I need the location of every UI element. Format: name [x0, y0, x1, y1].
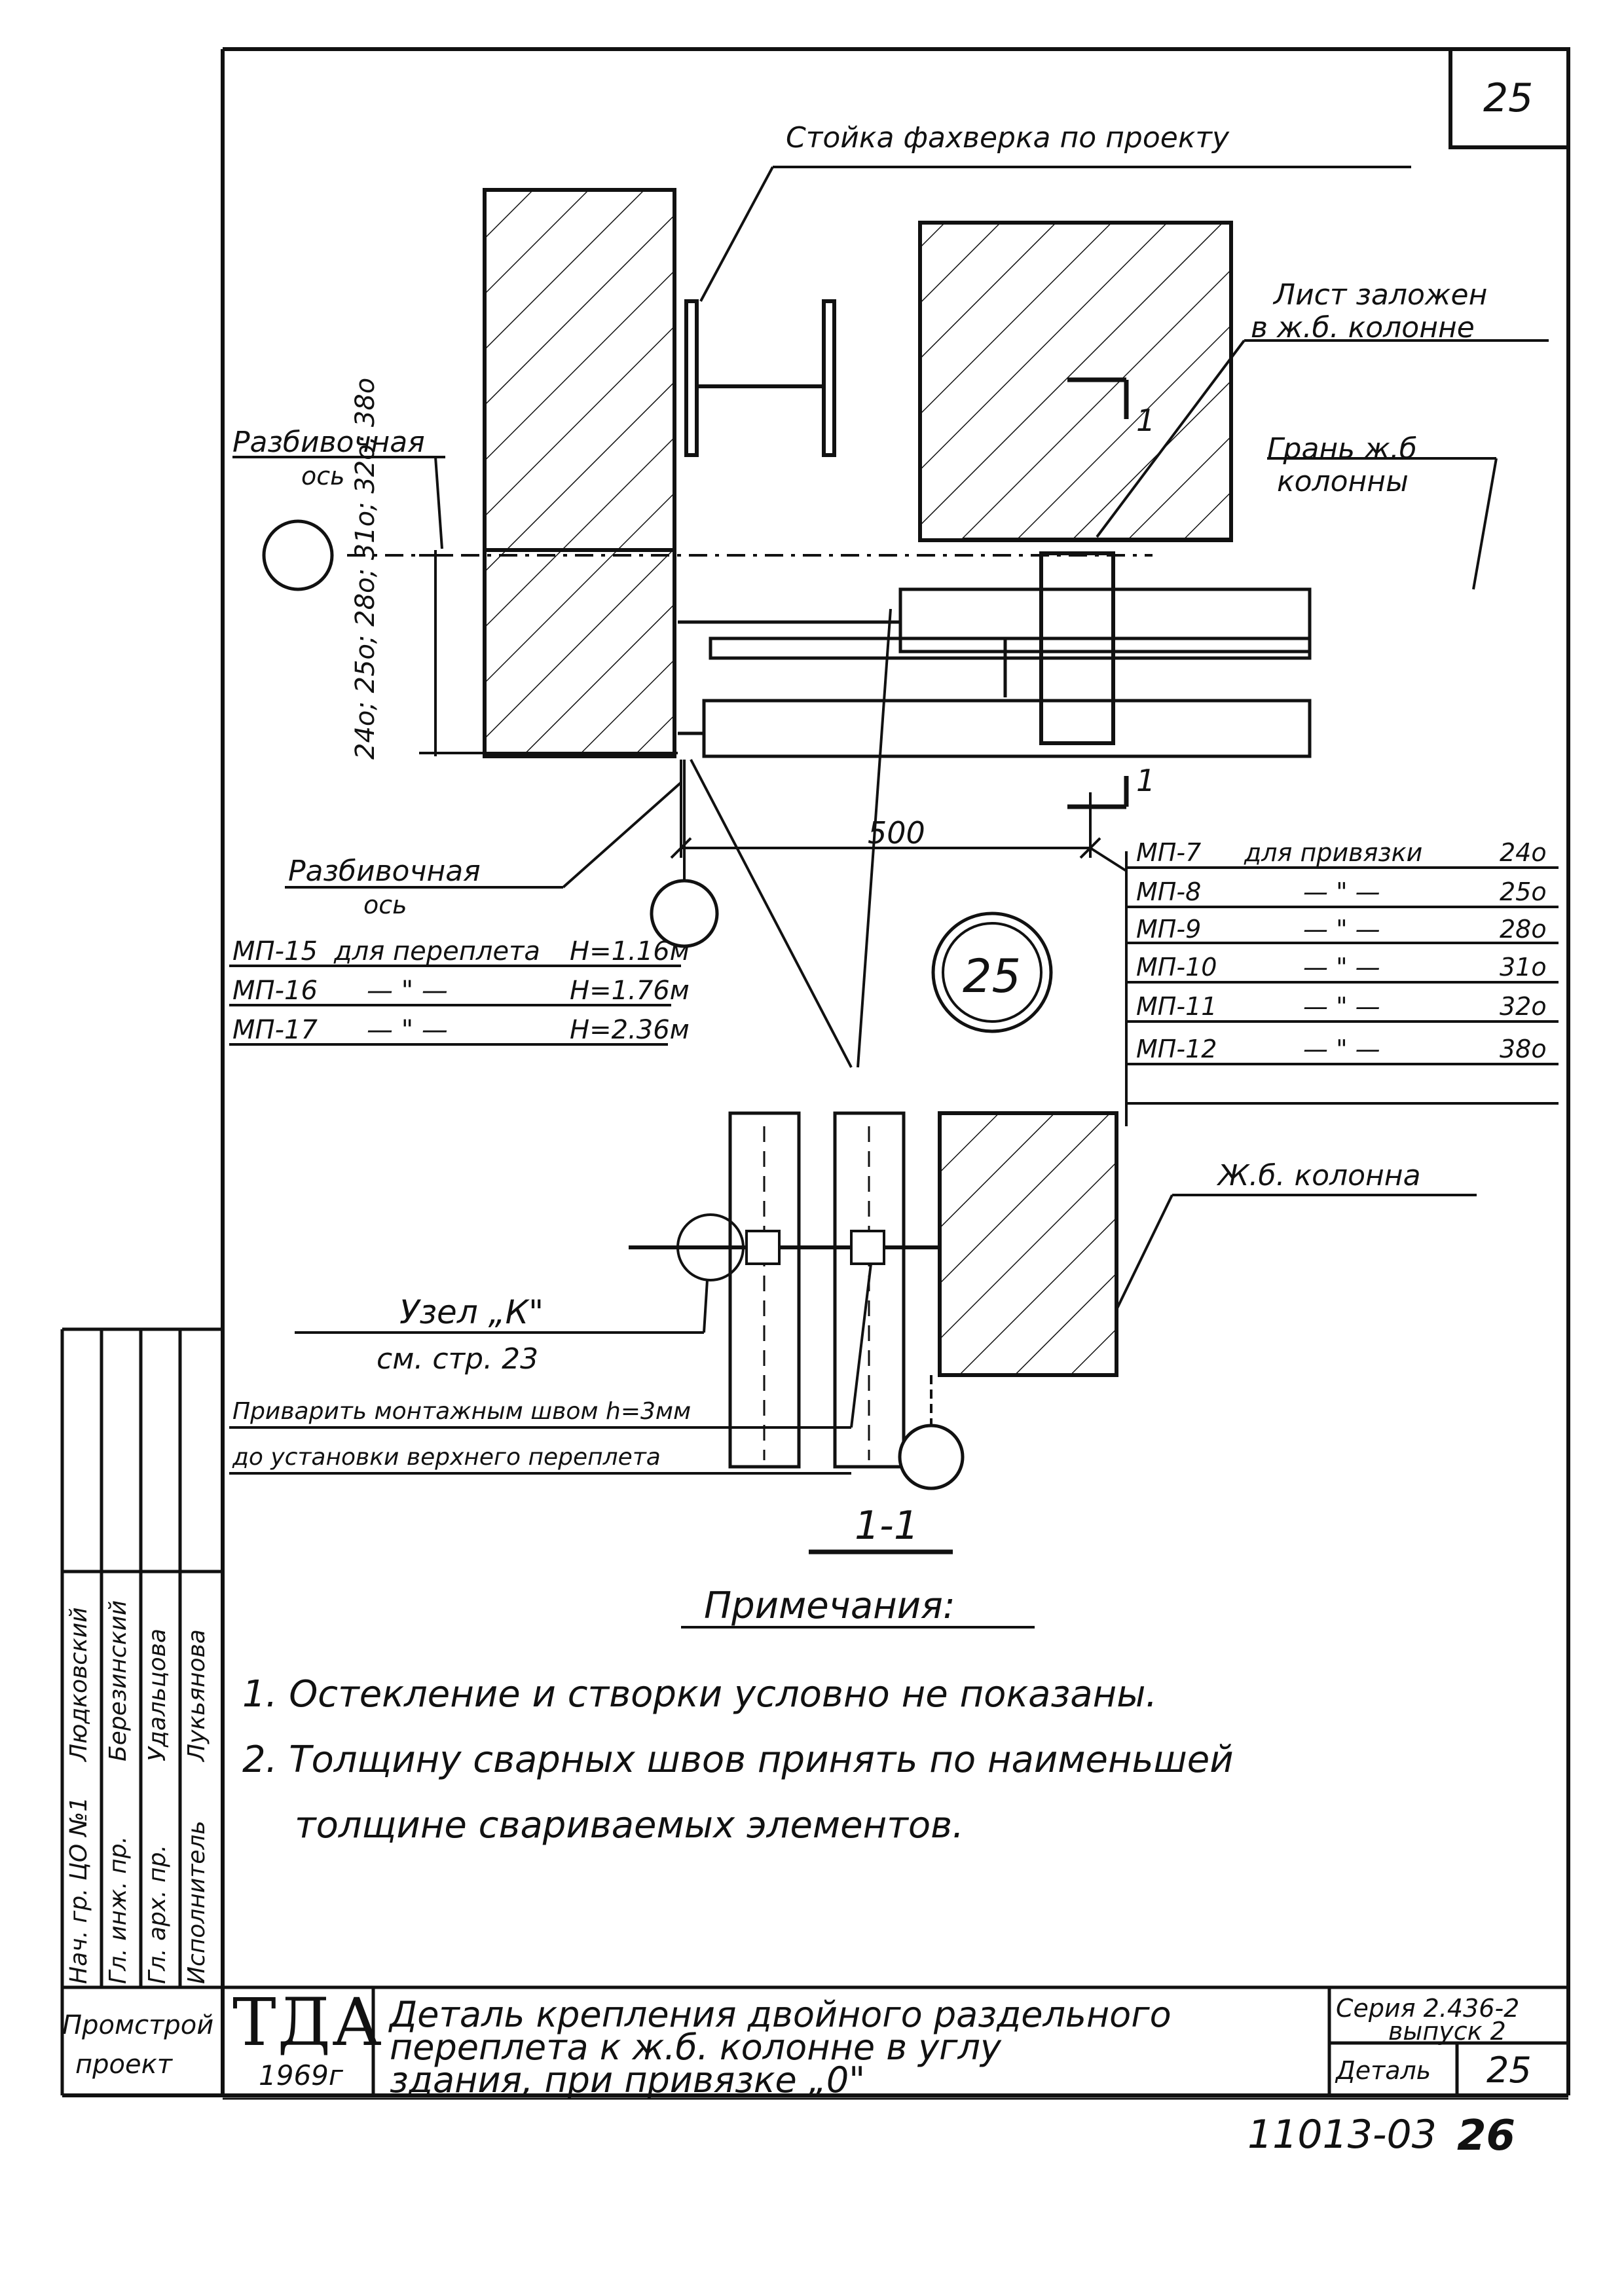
stamp-title-line1: Деталь крепления двойного раздельного	[390, 1994, 1172, 2035]
column-upper-left	[483, 188, 676, 758]
stamp-title-line2: переплета к ж.б. колонне в углу	[390, 2027, 1002, 2068]
section-1-1	[229, 1111, 1477, 1555]
detail-circle-number: 25	[963, 949, 1022, 1003]
mp-right-2-name: МП-8	[1136, 877, 1202, 906]
mp-right-6-val: 38о	[1500, 1035, 1547, 1063]
stamp-block	[60, 1327, 1568, 2095]
dimension-vertical	[419, 550, 678, 756]
dimension-500	[670, 760, 1101, 859]
stamp-name-2: Березинский	[105, 1600, 132, 1761]
mp-left-2-name: МП-16	[232, 976, 318, 1006]
mp-left-3-h: Н=2.36м	[570, 1015, 690, 1045]
label-gran-line1: Грань ж.б	[1267, 432, 1417, 466]
mp-right-5-val: 32о	[1500, 992, 1547, 1021]
mp-left-3-name: МП-17	[232, 1015, 318, 1045]
leader-lines	[229, 166, 1559, 1126]
notes-heading: Примечания:	[704, 1585, 955, 1627]
stamp-seria-line1: Серия 2.436-2	[1336, 1994, 1520, 2023]
label-list-line2: в ж.б. колонне	[1251, 311, 1475, 344]
mp-right-1-text: для привязки	[1244, 838, 1423, 867]
mp-right-1-name: МП-7	[1136, 838, 1202, 867]
dim-500: 500	[868, 815, 925, 851]
mp-right-6-text: — " —	[1303, 1035, 1380, 1063]
section-mark-top: 1	[1136, 403, 1156, 438]
stamp-name-3: Удальцова	[144, 1629, 171, 1761]
label-uzel-line1: Узел „К"	[399, 1293, 544, 1331]
label-gran-line2: колонны	[1277, 465, 1409, 498]
mp-right-5-text: — " —	[1303, 992, 1380, 1021]
mp-left-3-text: — " —	[367, 1015, 448, 1045]
sheet-frame	[62, 47, 1570, 2097]
mp-left-2-text: — " —	[367, 976, 448, 1006]
stamp-seria-line2: выпуск 2	[1388, 2017, 1506, 2046]
notes-line-2: 2. Толщину сварных швов принять по наиме…	[242, 1739, 1234, 1781]
stamp-tda: ТДА	[232, 1984, 383, 2061]
stamp-role-1: Нач. гр. ЦО №1	[65, 1796, 92, 1984]
label-weld-line1: Приварить монтажным швом h=3мм	[232, 1398, 692, 1425]
stamp-org-line2: проект	[75, 2050, 173, 2080]
mp-right-3-text: — " —	[1303, 915, 1380, 944]
window-frames	[678, 551, 1312, 758]
label-axis1-line2: ось	[301, 462, 345, 490]
i-beam-post	[684, 299, 836, 457]
section-title: 1-1	[855, 1503, 919, 1549]
mp-right-3-name: МП-9	[1136, 915, 1202, 944]
label-uzel-line2: см. стр. 23	[377, 1342, 539, 1376]
detail-circle-inner	[942, 922, 1043, 1023]
mp-right-4-text: — " —	[1303, 953, 1380, 982]
label-axis1-line1: Разбивочная	[232, 426, 425, 459]
section-cut-marks	[1067, 377, 1129, 809]
stamp-role-4: Исполнитель	[183, 1820, 210, 1984]
footer-page: 26	[1457, 2112, 1516, 2160]
notes-line-3: толщине свариваемых элементов.	[295, 1804, 964, 1847]
stamp-role-2: Гл. инж. пр.	[105, 1835, 132, 1984]
label-weld-line2: до установки верхнего переплета	[232, 1444, 661, 1471]
axis-bubble-1	[262, 519, 334, 591]
label-axis2-line2: ось	[363, 891, 407, 919]
stamp-detal-number: 25	[1486, 2050, 1532, 2091]
stamp-detal-label: Деталь	[1336, 2056, 1431, 2085]
mp-right-4-name: МП-10	[1136, 953, 1217, 982]
label-list-line1: Лист заложен	[1274, 278, 1488, 312]
label-stoyka: Стойка фахверка по проекту	[786, 121, 1230, 155]
section-mark-bottom: 1	[1136, 763, 1156, 798]
page-number: 25	[1483, 75, 1534, 121]
mp-left-2-h: Н=1.76м	[570, 976, 690, 1006]
mp-right-5-name: МП-11	[1136, 992, 1217, 1021]
label-axis2-line1: Разбивочная	[288, 855, 481, 888]
mp-right-3-val: 28о	[1500, 915, 1547, 944]
footer-code: 11013-03	[1247, 2112, 1437, 2158]
notes-line-1: 1. Остекление и створки условно не показ…	[242, 1673, 1158, 1716]
mp-left-1-text: для переплета	[334, 936, 540, 966]
stamp-org-line1: Промстрой	[62, 2010, 214, 2040]
mp-right-1-val: 24о	[1500, 838, 1547, 867]
mp-left-1-name: МП-15	[232, 936, 318, 966]
mp-right-4-val: 31о	[1500, 953, 1547, 982]
stamp-year: 1969г	[259, 2059, 343, 2091]
mp-right-2-val: 25о	[1500, 877, 1547, 906]
detail-circle-outer	[931, 911, 1053, 1033]
stamp-name-1: Людковский	[65, 1607, 92, 1761]
stamp-name-4: Лукьянова	[183, 1629, 210, 1761]
label-column: Ж.б. колонна	[1218, 1159, 1421, 1192]
mp-right-6-name: МП-12	[1136, 1035, 1217, 1063]
dim-vertical-text: 24о; 25о; 28о; 31о; 32о; 38о	[350, 377, 380, 760]
mp-left-1-h: Н=1.16м	[570, 936, 690, 966]
stamp-title-line3: здания, при привязке „0"	[390, 2059, 866, 2101]
mp-right-2-text: — " —	[1303, 877, 1380, 906]
stamp-role-3: Гл. арх. пр.	[144, 1845, 171, 1984]
